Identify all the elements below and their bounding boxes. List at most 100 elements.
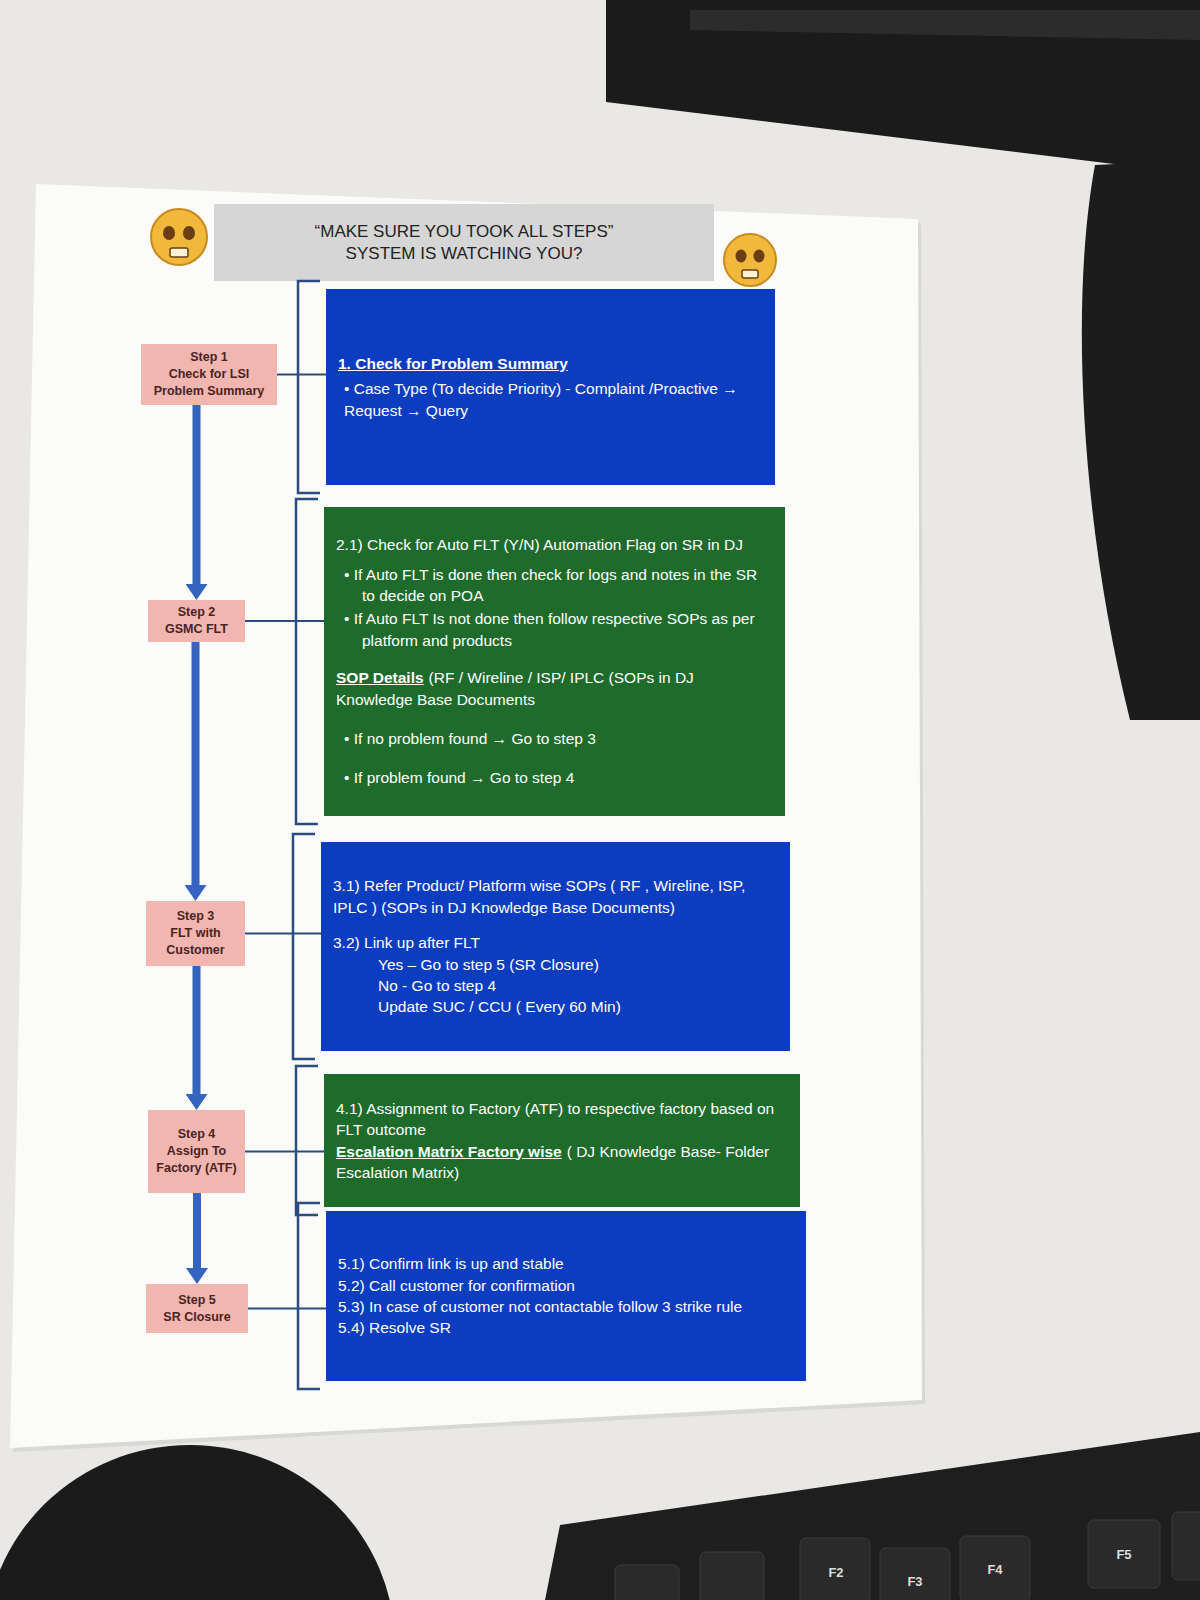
text-line: 3.1) Refer Product/ Platform wise SOPs (… [333, 875, 778, 918]
text-line: 5.1) Confirm link is up and stable [338, 1253, 794, 1274]
title: “MAKE SURE YOU TOOK ALL STEPS” SYSTEM IS… [282, 221, 647, 264]
key-label: F4 [987, 1562, 1002, 1577]
bracket [298, 1203, 320, 1389]
step-label: SR Closure [163, 1310, 230, 1324]
emoji-face [724, 234, 776, 286]
process-box: 5.1) Confirm link is up and stable 5.2) C… [326, 1211, 806, 1381]
paper-sheet [10, 184, 922, 1448]
text-line: Check for LSI Problem Summary [146, 366, 272, 400]
box-text: 5.1) Confirm link is up and stable [338, 1255, 564, 1272]
box-text: • Case Type (To decide Priority) - Compl… [344, 380, 738, 418]
key [615, 1565, 679, 1600]
box-text: 4.1) Assignment to Factory (ATF) to resp… [336, 1100, 774, 1138]
emoji-eye [163, 226, 175, 240]
flow-arrow [192, 642, 200, 885]
box-text: No - Go to step 4 [378, 977, 496, 994]
step-box: Step 5 SR Closure [146, 1284, 248, 1333]
key [1172, 1512, 1200, 1580]
text-line: SOP Details(RF / Wireline / ISP/ IPLC (S… [336, 667, 773, 710]
step-label: Check for LSI Problem Summary [154, 367, 264, 398]
text-line: • If no problem found → Go to step 3 [336, 728, 773, 749]
box-text: • If no problem found → Go to step 3 [344, 730, 596, 747]
step-label: Step 4 [178, 1127, 216, 1141]
emoji-eye [736, 250, 747, 263]
text-line: 1. Check for Problem Summary [338, 353, 763, 374]
flow-arrow [193, 405, 201, 584]
skull-emoji [724, 234, 776, 286]
connector-line [245, 933, 321, 935]
step-label: GSMC FLT [165, 622, 228, 636]
title-band: “MAKE SURE YOU TOOK ALL STEPS” SYSTEM IS… [214, 204, 714, 281]
process-box: 4.1) Assignment to Factory (ATF) to resp… [324, 1074, 800, 1207]
text-line: Yes – Go to step 5 (SR Closure) [333, 954, 778, 975]
step-box: Step 3 FLT with Customer [146, 901, 245, 966]
emoji-teeth [170, 248, 188, 257]
step-label: Step 5 [178, 1293, 216, 1307]
key-label: F5 [1116, 1547, 1131, 1562]
step-box: Step 1 Check for LSI Problem Summary [141, 344, 277, 405]
text-line: 5.3) In case of customer not contactable… [338, 1296, 794, 1317]
text-line: Step 5 [151, 1292, 243, 1309]
text-line: 2.1) Check for Auto FLT (Y/N) Automation… [336, 534, 773, 555]
text-line: GSMC FLT [153, 621, 240, 638]
process-box: 2.1) Check for Auto FLT (Y/N) Automation… [324, 507, 785, 816]
box-text: • If Auto FLT Is not done then follow re… [344, 610, 755, 648]
skull-emoji [151, 209, 207, 265]
bracket [296, 1066, 318, 1215]
bracket [293, 834, 315, 1059]
box-text: Update SUC / CCU ( Every 60 Min) [378, 998, 621, 1015]
monitor-bezel [690, 10, 1200, 40]
emoji-eye [754, 250, 765, 263]
text-line: FLT with Customer [151, 925, 240, 959]
text-line: Step 4 [153, 1126, 240, 1143]
box-text: Yes – Go to step 5 (SR Closure) [378, 956, 599, 973]
key [1088, 1520, 1160, 1588]
text-line: 4.1) Assignment to Factory (ATF) to resp… [336, 1098, 788, 1141]
key [800, 1538, 870, 1600]
bracket [296, 499, 318, 824]
box-text: 5.4) Resolve SR [338, 1319, 451, 1336]
text-line: • If Auto FLT is done then check for log… [336, 564, 773, 607]
text-line: No - Go to step 4 [333, 975, 778, 996]
box-text: 1. Check for Problem Summary [338, 355, 568, 372]
box-text: 5.3) In case of customer not contactable… [338, 1298, 742, 1315]
step-label: Step 1 [190, 350, 228, 364]
text-line: Step 1 [146, 349, 272, 366]
flow-arrow [193, 966, 201, 1094]
step-box: Step 2 GSMC FLT [148, 600, 245, 642]
step-label: Assign To Factory (ATF) [156, 1144, 236, 1175]
key [880, 1548, 950, 1600]
box-text: SOP Details [336, 669, 424, 686]
mouse-pad [0, 1445, 395, 1600]
text-line: • If problem found → Go to step 4 [336, 767, 773, 788]
text-line: Escalation Matrix Factory wise( DJ Knowl… [336, 1141, 788, 1184]
box-text: • If Auto FLT is done then check for log… [344, 566, 757, 604]
text-line: Step 2 [153, 604, 240, 621]
key-label: F2 [828, 1565, 843, 1580]
text-line: • Case Type (To decide Priority) - Compl… [338, 378, 763, 421]
process-box: 1. Check for Problem Summary • Case Type … [326, 289, 775, 485]
title-band [214, 204, 714, 281]
step-box: Step 4 Assign To Factory (ATF) [148, 1110, 245, 1193]
box-text: • If problem found → Go to step 4 [344, 769, 574, 786]
connector-line [277, 374, 326, 376]
box-text: 2.1) Check for Auto FLT (Y/N) Automation… [336, 536, 743, 553]
emoji-teeth [742, 270, 758, 278]
bracket [298, 281, 320, 493]
text-line: • If Auto FLT Is not done then follow re… [336, 608, 773, 651]
key [700, 1552, 764, 1600]
emoji-eye [183, 226, 195, 240]
text-line: SR Closure [151, 1309, 243, 1326]
key [960, 1536, 1030, 1600]
text-line: 5.4) Resolve SR [338, 1317, 794, 1338]
key-label: F3 [907, 1574, 922, 1589]
step-label: Step 2 [178, 605, 216, 619]
box-text: 3.2) Link up after FLT [333, 934, 480, 951]
step-label: FLT with Customer [166, 926, 224, 957]
bracket-group [293, 281, 320, 1389]
box-text: Escalation Matrix Factory wise [336, 1143, 562, 1160]
box-text: 5.2) Call customer for confirmation [338, 1277, 575, 1294]
emoji-face [151, 209, 207, 265]
step-label: Step 3 [177, 909, 215, 923]
